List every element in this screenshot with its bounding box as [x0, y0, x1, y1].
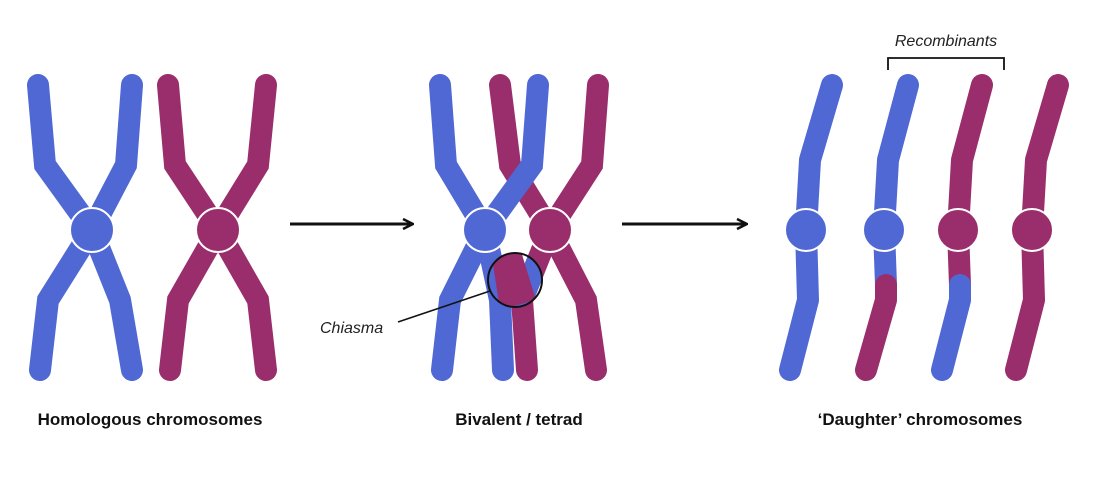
- daughter-3-centromere: [936, 208, 980, 252]
- recombinants-bracket: [887, 57, 1005, 70]
- homologous-chromosomes-group: [27, 74, 277, 381]
- recombinants-label: Recombinants: [895, 33, 997, 50]
- bivalent-tetrad-group: Chiasma: [320, 74, 609, 381]
- blue-centromere: [69, 207, 115, 253]
- chiasma-pointer-line: [397, 290, 491, 323]
- bivalent-magenta-centromere: [527, 207, 573, 253]
- daughter-chromosome-recombinant-blue: [855, 74, 919, 381]
- daughter-chromosome-recombinant-magenta: [931, 74, 993, 381]
- daughter-2-centromere: [862, 208, 906, 252]
- bivalent-caption: Bivalent / tetrad: [455, 410, 583, 429]
- daughter-chromosomes-group: Recombinants: [779, 33, 1069, 381]
- daughter-caption: ‘Daughter’ chromosomes: [818, 410, 1023, 429]
- homologous-caption: Homologous chromosomes: [38, 410, 263, 429]
- daughter-4-centromere: [1010, 208, 1054, 252]
- magenta-centromere: [195, 207, 241, 253]
- daughter-1-centromere: [784, 208, 828, 252]
- daughter-chromosome-blue: [779, 74, 843, 381]
- chiasma-circle: [487, 252, 543, 308]
- bivalent-blue-centromere: [462, 207, 508, 253]
- daughter-chromosome-magenta: [1005, 74, 1069, 381]
- chiasma-label: Chiasma: [320, 320, 383, 337]
